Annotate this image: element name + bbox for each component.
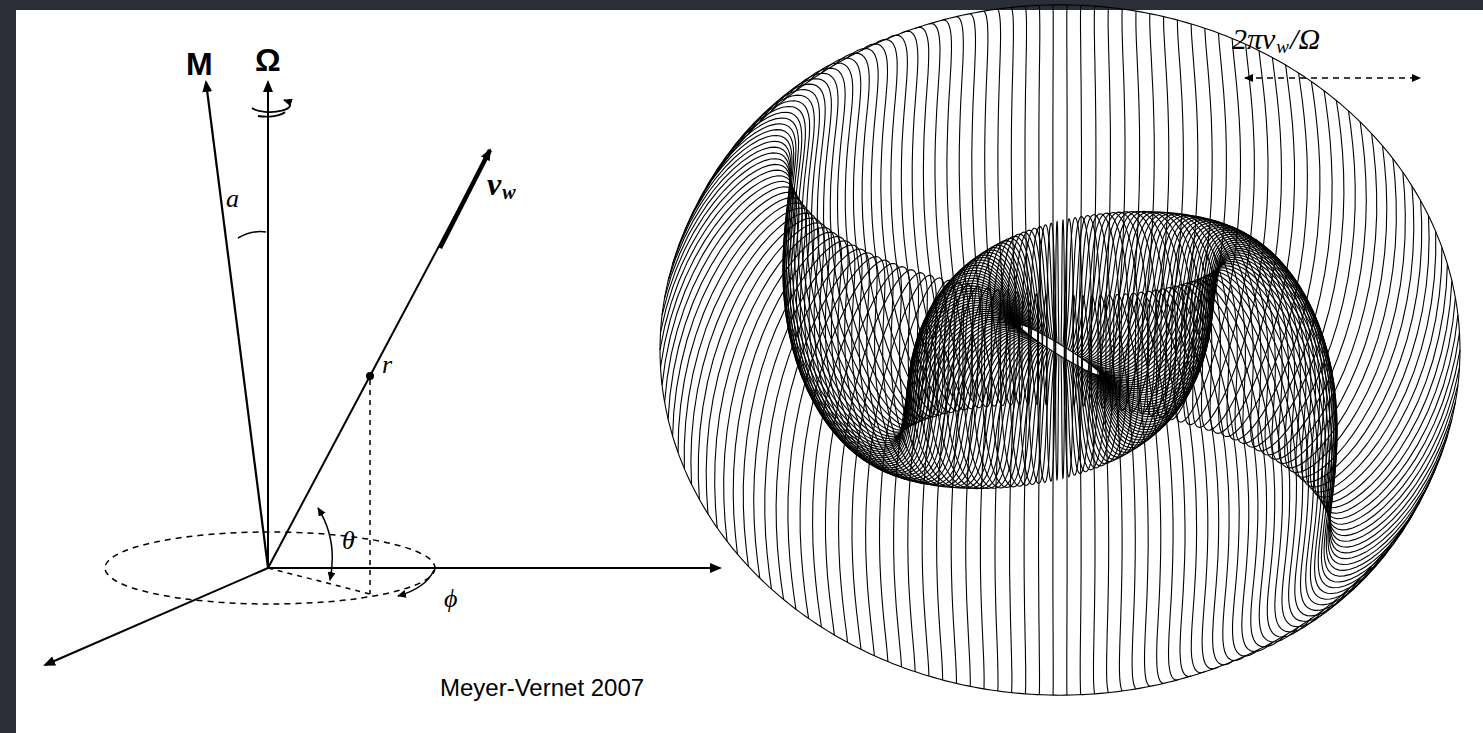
surface-line bbox=[661, 164, 1020, 458]
surface-line bbox=[1100, 232, 1452, 508]
surface-line bbox=[902, 31, 1038, 410]
surface-line bbox=[1098, 216, 1430, 487]
surface-line bbox=[848, 48, 1032, 415]
surface-line bbox=[1096, 186, 1414, 477]
surface-line bbox=[929, 24, 1042, 408]
surface-line bbox=[1025, 6, 1055, 404]
coordinate-sketch bbox=[45, 82, 720, 665]
surface-line bbox=[1099, 229, 1442, 498]
surface-line bbox=[834, 53, 1029, 417]
citation: Meyer-Vernet 2007 bbox=[440, 676, 644, 700]
surface-line bbox=[874, 39, 1034, 412]
vector-label: v bbox=[487, 168, 501, 200]
surface-line bbox=[943, 20, 1044, 407]
angle-label: ϕ bbox=[444, 586, 457, 612]
white-panel bbox=[16, 10, 1483, 733]
vector-label: M bbox=[186, 48, 213, 80]
surface-line bbox=[1092, 122, 1366, 455]
surface-line bbox=[1100, 236, 1458, 519]
surface-line bbox=[956, 17, 1045, 407]
surface-line bbox=[970, 14, 1047, 406]
current-sheet-surface bbox=[660, 5, 1460, 695]
surface-line bbox=[661, 176, 1020, 462]
angle-label: θ bbox=[342, 528, 355, 554]
surface-line bbox=[1100, 234, 1456, 513]
surface-line bbox=[662, 159, 1019, 456]
surface-line bbox=[915, 27, 1039, 409]
subscript: w bbox=[502, 182, 515, 202]
surface-line bbox=[684, 130, 1019, 446]
surface-line bbox=[1101, 248, 1452, 553]
surface-line bbox=[1101, 238, 1460, 524]
point-label: r bbox=[382, 352, 392, 378]
surface-line bbox=[1099, 230, 1447, 502]
scale-label: 2πv bbox=[1232, 24, 1275, 54]
wavelength-bar bbox=[1245, 77, 1420, 79]
vector-label: Ω bbox=[255, 44, 281, 76]
surface-line bbox=[1096, 172, 1406, 472]
surface-line bbox=[1098, 227, 1436, 492]
surface-edge bbox=[1019, 324, 1102, 375]
subscript: w bbox=[1276, 37, 1289, 56]
surface-line bbox=[809, 63, 1028, 421]
surface-line bbox=[1079, 292, 1192, 676]
surface-line bbox=[1053, 5, 1059, 405]
surface-line bbox=[668, 147, 1019, 452]
angle-label: a bbox=[226, 186, 239, 212]
surface-edge bbox=[660, 5, 1460, 695]
scale-label: /Ω bbox=[1290, 24, 1320, 54]
surface-line bbox=[668, 192, 1020, 468]
surface-line bbox=[1065, 296, 1095, 694]
surface-line bbox=[1093, 134, 1377, 460]
